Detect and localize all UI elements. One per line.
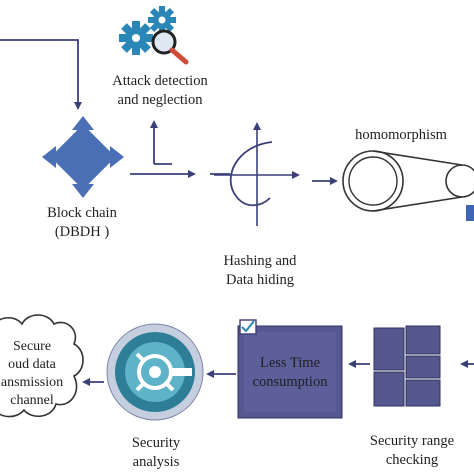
hashing-symbol [214,122,300,226]
axes-symbol [150,120,172,165]
homomorphism-pulley [342,150,474,212]
less-time-label-line1: Less Time [259,355,321,371]
homomorphism-label-text: homomorphism [355,127,447,143]
security-analysis-label-line1: Security [131,435,181,451]
security-analysis-label: Security analysis [108,434,204,472]
arrow-into-blockchain [0,39,82,110]
blockchain-label: Block chain (DBDH ) [20,204,144,242]
secure-cloud-shape [0,314,84,418]
blockchain-label-line1: Block chain [47,205,117,221]
gear-magnifier-icon [119,6,189,65]
range-check-icon [373,325,441,407]
range-check-label-line2: checking [385,452,439,468]
cloud-label-line3: ansmission [0,375,64,390]
hashing-label-line2: Data hiding [225,272,295,288]
cloud-label-line4: channel [10,393,54,408]
attack-label-line1: Attack detection [112,73,208,89]
attack-label: Attack detection and neglection [98,72,222,110]
cloud-label: Secure oud data ansmission channel [0,338,74,410]
attack-label-line2: and neglection [117,92,203,108]
checkbox-badge-icon [239,319,257,335]
edge-marker [466,205,474,221]
homomorphism-label: homomorphism [346,126,456,145]
hashing-label: Hashing and Data hiding [198,252,322,290]
cloud-label-line2: oud data [8,357,56,372]
cloud-label-line1: Secure [12,339,52,354]
less-time-label: Less Time consumption [240,354,340,392]
security-analysis-label-line2: analysis [132,454,180,470]
blockchain-label-line2: (DBDH ) [54,224,110,240]
security-analysis-icon [106,323,204,421]
less-time-label-line2: consumption [252,374,328,390]
range-check-label-line1: Security range [369,433,455,449]
range-check-label: Security range checking [352,432,472,470]
hashing-label-line1: Hashing and [223,253,297,269]
blockchain-icon [42,116,124,198]
